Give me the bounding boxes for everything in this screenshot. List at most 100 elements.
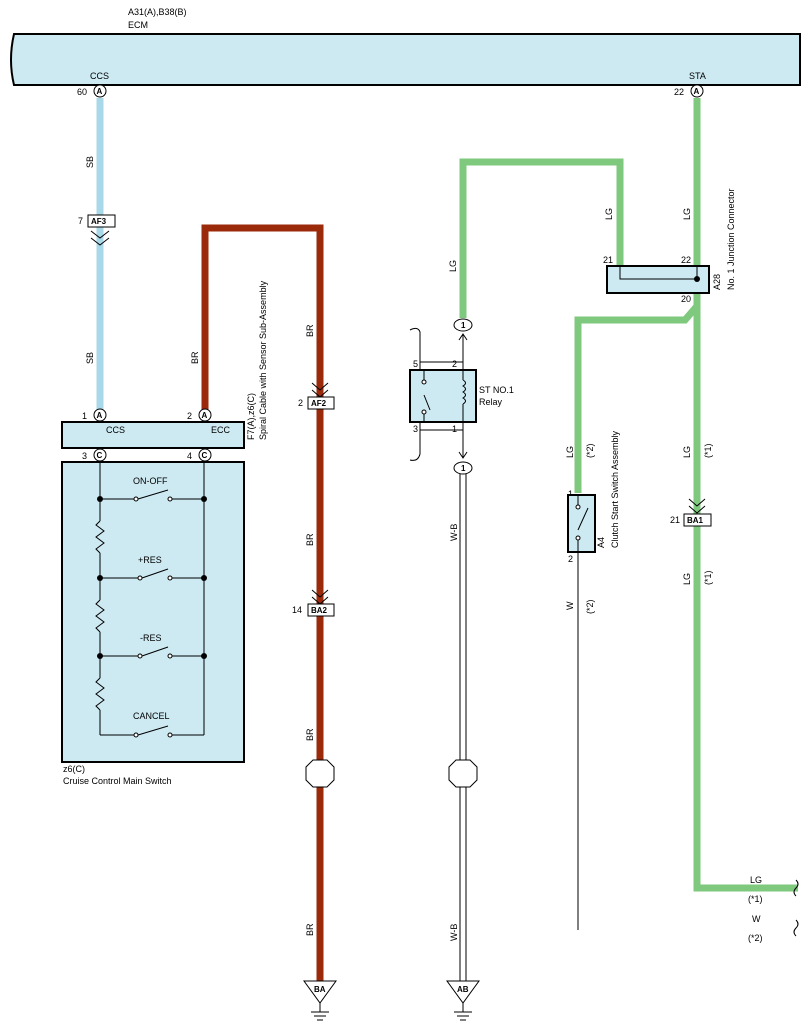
relay-box [409,369,477,423]
spiral-pin2-num: 2 [187,411,192,421]
clutch-ref: A4 [596,537,606,548]
conn-af3-box [87,214,116,228]
pin-sta-conn: A [694,87,700,96]
wire-wb-label-1: W-B [449,524,459,541]
ground-ab-triangle [446,980,480,1004]
wire-lg-label-j21: LG [604,208,614,220]
conn-ba1-label: BA1 [687,516,704,525]
wire-lg-relay [459,158,624,318]
conn-af2-box [307,396,335,410]
ground-ba-label: BA [314,985,326,994]
relay-pin2: 2 [452,359,457,369]
main-switch-contacts [133,496,173,738]
legend-lg: LG [750,875,762,885]
ground-ba-icon [311,1003,329,1021]
conn-ba2-box [307,603,335,617]
spiral-ref: F7(A),z6(C) [246,393,256,440]
wire-lg-label-main-2: LG [682,573,692,585]
relay-name-1: ST NO.1 [479,385,514,395]
clutch-switch [575,495,589,552]
ecm-box [10,33,801,86]
legend-n2: (*2) [748,933,763,943]
spiral-name: Spiral Cable with Sensor Sub-Assembly [258,280,268,440]
wire-sb-label-2: SB [85,352,95,364]
conn-ba2-label: BA2 [311,606,328,615]
pin-ccs-circle [93,84,107,98]
clutch-name: Clutch Start Switch Assembly [610,430,620,548]
spiral-label-ccs: CCS [106,425,125,435]
junction-bus [619,266,698,280]
junction-pin21: 21 [603,255,613,265]
wire-w-note2: (*2) [585,599,595,614]
main-switch-box [61,461,245,763]
splice-wb [448,759,478,788]
switch-minus-res: -RES [140,633,162,643]
splice-br [305,759,335,788]
wire-lg-label-relay: LG [448,260,458,272]
ecm-connectors: A31(A),B38(B) [128,7,187,17]
junction-pin20: 20 [681,294,691,304]
conn-af2-pin: 2 [298,398,303,408]
ground-ab-icon [454,1003,472,1021]
relay-conn-bottom [453,461,473,475]
conn-af2-label: AF2 [311,399,327,408]
wire-note1-1: (*1) [703,443,713,458]
wire-lg-clutch [574,303,700,493]
relay-conn-top-num: 1 [461,321,466,330]
conn-ba2-pin: 14 [292,605,302,615]
switch-plus-res: +RES [138,555,162,565]
pin-ccs-conn: A [97,87,103,96]
break-mark-2 [793,919,799,937]
conn-ba1-chevron [688,498,706,514]
wire-br-label-5: BR [305,923,315,936]
conn-ba1-pin: 21 [670,515,680,525]
relay-pin1: 1 [452,424,457,434]
junction-name: No. 1 Junction Connector [726,188,736,290]
ground-ab-label: AB [457,985,469,994]
legend-n1: (*1) [748,894,763,904]
wire-br-label-1: BR [190,351,200,364]
wire-w-label: W [565,601,575,610]
wire-wb-label-2: W-B [449,924,459,941]
switch-on-off: ON-OFF [133,476,168,486]
wire-note1-2: (*1) [703,570,713,585]
legend-w: W [752,914,761,924]
spiral-pin4-conn: C [202,451,208,460]
main-switch-name: Cruise Control Main Switch [63,776,172,786]
wire-note2-clutch: (*2) [585,443,595,458]
wire-lg-label-main-1: LG [682,446,692,458]
conn-af3-label: AF3 [91,217,107,226]
pin-ccs-num: 60 [77,87,87,97]
spiral-pin1-circle [93,408,107,422]
ecm-label: ECM [128,20,148,30]
relay-pin5: 5 [413,359,418,369]
relay-internal [421,370,466,422]
spiral-pin2-circle [198,408,212,422]
junction-pin22: 22 [681,255,691,265]
conn-af3-chevron [90,230,110,246]
relay-arrow-bottom [458,451,468,459]
main-switch-ref: z6(C) [63,764,85,774]
pin-sta-num: 22 [674,87,684,97]
spiral-pin3-num: 3 [82,451,87,461]
relay-pin3: 3 [413,424,418,434]
junction-ref: A28 [712,274,722,290]
relay-name-2: Relay [479,397,503,407]
switch-cancel: CANCEL [133,711,170,721]
wire-lg-label-clutch: LG [565,446,575,458]
break-mark-1 [793,879,799,897]
junction-node [694,276,700,282]
main-switch-nodes [97,496,207,659]
relay-conn-top [453,318,473,332]
wire-sb-label-1: SB [85,156,95,168]
spiral-pin1-conn: A [97,411,103,420]
spiral-pin2-conn: A [202,411,208,420]
ground-ba-triangle [303,980,337,1004]
pin-sta-circle [690,84,704,98]
wire-br-label-4: BR [305,728,315,741]
spiral-cable-box [61,421,245,449]
wire-lg-label-sta: LG [682,208,692,220]
clutch-pin2: 2 [568,554,573,564]
conn-ba1-box [683,513,712,527]
